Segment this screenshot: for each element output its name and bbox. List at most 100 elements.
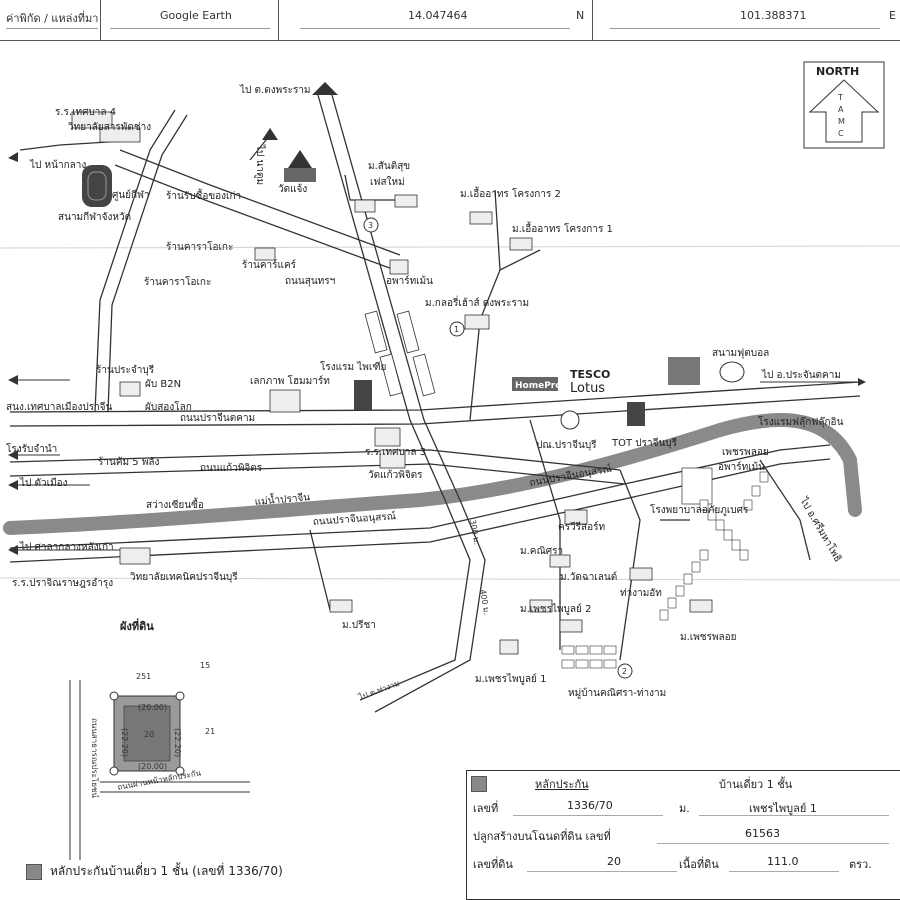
label-hotel: โรงแรม ไพเฑีย [320, 360, 386, 373]
temple-icon [284, 150, 316, 182]
label-m-preecha: ม.ปรีชา [342, 619, 376, 631]
longitude-dir: E [889, 9, 896, 22]
road-prachin-anusorn: ถนนปราจีนอนุสรณ์ [312, 510, 396, 528]
label-m-watsamsen: ม.วัดฉาเลนต์ [560, 571, 617, 583]
village-prefix: ม. [679, 802, 690, 815]
homepro-logo [512, 377, 558, 391]
plot-road-front: ถนนผ่านหน้าหลักประกัน [117, 768, 202, 792]
label-tessaban3: ร.ร.เทศบาล 3 [365, 447, 426, 458]
label-football: สนามฟุตบอล [712, 348, 769, 359]
road-to-wanamai: ไป หน้ากลาง [29, 159, 86, 171]
distance-400: 400 ม. [478, 589, 491, 616]
label-m-kanisorn: ม.คณิศรา [520, 546, 563, 557]
label-apartment: อพาร์ทเม้น [386, 275, 433, 287]
label-village-kanisorn: หมู่บ้านคณิศรา-ท่างาม [568, 687, 666, 699]
label-post-office: ปณ.ปราจีนบุรี [536, 439, 597, 451]
football-icon [719, 361, 745, 383]
collateral-info-table: หลักประกัน บ้านเดี่ยว 1 ชั้น เลขที่ 1336… [466, 770, 900, 900]
label-land-title: ผังที่ดิน [120, 618, 154, 633]
plot-dim-left: (22.20) [120, 728, 129, 757]
plot-n20: 20 [144, 730, 154, 739]
deed-value: 61563 [745, 827, 780, 840]
lotus-logo: Lotus [570, 381, 605, 396]
area-value: 111.0 [767, 855, 799, 868]
label-m-phetpaloi: ม.เพชรพลอย [680, 632, 737, 643]
label-stadium: สนามกีฬาจังหวัด [58, 211, 131, 223]
road-to-natumlai: ไป นาตูม [254, 144, 266, 185]
label-rongphasuk: โรงแรมฟลุ๊กฟลุ๊กอิน [758, 415, 844, 428]
latitude-value: 14.047464 [408, 9, 468, 22]
label-krisorn: ครวีรีสอร์ท [558, 521, 605, 533]
road-prachin-takham: ถนนปราจีนตคาม [180, 412, 255, 424]
label-sawang: สว่างเซียนซื้อ [146, 497, 204, 511]
label-karaoke1: ร้านคาราโอเกะ [166, 240, 233, 253]
legend-text: หลักประกันบ้านเดี่ยว 1 ชั้น (เลขที่ 1336… [50, 864, 283, 878]
svg-text:2: 2 [622, 667, 627, 676]
label-pub-world: ผับสองโลก [145, 400, 192, 413]
road-sunthorn: ถนนสุนทรฯ [285, 276, 335, 287]
collateral-swatch [471, 776, 487, 792]
phetpaloi-houses [659, 471, 769, 621]
label-tot: TOT ปราจีนบุรี [611, 437, 678, 449]
label-karaoke2: ร้านคาราโอเกะ [144, 275, 211, 288]
road-to-salakroy: ไป ศาลากลางหลังเก่า [19, 541, 114, 553]
longitude-value: 101.388371 [740, 9, 807, 22]
label-shop5: ร้านค้ม 5 พลัง [98, 456, 160, 468]
svg-text:3: 3 [368, 221, 373, 230]
label-home-mart: เลกภาพ โฮมมาร์ท [250, 374, 330, 387]
label-shop-repair: ร้านรับซื้อของเก่า [166, 188, 241, 202]
svg-text:C: C [838, 129, 844, 138]
svg-text:T: T [837, 93, 843, 102]
label-sport-center: ศูนย์กีฬา [112, 189, 150, 201]
location-map: แม่น้ำปราจีน [0, 61, 900, 860]
post-office-icon [560, 410, 580, 430]
label-phetpaloi: เพชรพลอย [722, 447, 769, 458]
label-apartment2: อพาร์ทเม้น [718, 461, 765, 473]
latitude-dir: N [576, 9, 585, 22]
svg-text:M: M [838, 117, 845, 126]
label-pawnshop: โรงรับจำนำ [6, 442, 57, 455]
plot-n15: 15 [200, 661, 210, 670]
land-no-label: เลขที่ดิน [473, 858, 513, 871]
label-wat-chaeng: วัดแจ้ง [278, 183, 307, 195]
area-unit: ตรว. [849, 858, 872, 871]
label-thangam: ท่างามอัท [620, 588, 662, 599]
tesco-logo: TESCO [570, 368, 610, 381]
plot-diagram: 251 15 20 21 (20.00) (20.00) (22.20) (22… [69, 661, 250, 860]
label-school-tessaban4: ร.ร.เทศบาล 4 [55, 107, 116, 118]
label-m-sannisuk: ม.สันติสุข [368, 161, 410, 172]
village-grid [561, 645, 617, 669]
village-value: เพชรไพบูลย์ 1 [749, 802, 817, 815]
label-hospital: โรงพยาบาลอภัยภูเบศร [650, 503, 749, 516]
road-to-srimahaphot: ไป อ.ศรีมหาโพธิ [797, 494, 845, 564]
road-to-tuamueang: ไป ตัวเมือง [19, 477, 68, 489]
north-compass: NORTH T A M C [803, 61, 885, 149]
collateral-label: หลักประกัน [535, 778, 589, 791]
bank-logo [668, 357, 700, 385]
road-kaew-phichit: ถนนแก้วพิจิตร [200, 462, 263, 474]
label-m-phetchaburi2: ม.เพชรไพบูลย์ 2 [520, 603, 591, 615]
house-no-value: 1336/70 [567, 799, 613, 812]
source-value: Google Earth [160, 9, 232, 22]
label-technical-college: วิทยาลัยสารพัดช่าง [68, 122, 152, 133]
road-to-prachantakham: ไป อ.ประจันตคาม [761, 369, 841, 381]
coordinate-header: ค่าพิกัด / แหล่งที่มา Google Earth 14.04… [0, 0, 900, 41]
label-wat-kaew: วัดแก้วพิจิตร [368, 469, 423, 481]
label-prachinburi-shop: ร้านประจำบุรี [96, 364, 155, 376]
river [3, 413, 862, 535]
legend: หลักประกันบ้านเดี่ยว 1 ชั้น (เลขที่ 1336… [26, 862, 283, 881]
label-b2n: ผับ B2N [145, 379, 181, 390]
north-label: NORTH [816, 65, 859, 78]
plot-n251: 251 [136, 672, 151, 681]
label-m-fasai: เฟสใหม่ [370, 176, 405, 188]
label-tech-college2: วิทยาลัยเทคนิคปราจีนบุรี [130, 571, 239, 583]
plot-road-side: ถนนสาธารณประโยชน์ [90, 718, 100, 798]
label-car-care: ร้านคาร์แคร์ [242, 259, 297, 271]
distance-300: 300 ม. [468, 519, 481, 546]
label-school-rajchaburi: ร.ร.ปราจิณราษฎรอำรุง [12, 578, 113, 589]
plot-dim-top: (20.00) [138, 703, 167, 712]
svg-text:1: 1 [454, 325, 459, 334]
house-no-label: เลขที่ [473, 802, 499, 815]
road-to-dongphraram: ไป ต.ดงพระราม [239, 84, 311, 96]
plot-dim-right: (22.20) [173, 728, 182, 757]
